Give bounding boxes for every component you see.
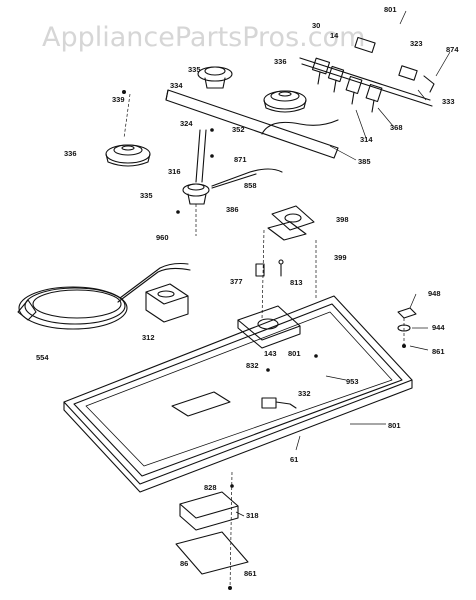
- burner-cap-336-top: [263, 90, 307, 113]
- label-314: 314: [360, 135, 373, 144]
- label-323: 323: [410, 39, 423, 48]
- label-858: 858: [244, 181, 257, 190]
- bracket-318: [179, 491, 239, 531]
- label-336-left: 336: [64, 149, 77, 158]
- label-398: 398: [336, 215, 349, 224]
- cooktop-pan-61: [63, 295, 413, 493]
- label-874: 874: [446, 45, 459, 54]
- label-339: 339: [112, 95, 125, 104]
- label-61: 61: [290, 455, 298, 464]
- part-labels: 801 30 14 323 874 333 368 314 335 336 33…: [36, 5, 459, 578]
- label-335-bottom: 335: [140, 191, 153, 200]
- wire-harness-554: [17, 262, 191, 330]
- igniter-wire: [211, 173, 257, 189]
- part-377: [255, 263, 265, 277]
- burner-support-bracket: [165, 89, 339, 159]
- label-801-bottom: 801: [388, 421, 401, 430]
- label-332: 332: [298, 389, 311, 398]
- gasket-398: [271, 205, 315, 231]
- label-318: 318: [246, 511, 259, 520]
- burner-head-335-bottom: [182, 183, 210, 205]
- label-324: 324: [180, 119, 193, 128]
- label-336-top: 336: [274, 57, 287, 66]
- gas-tube-386: [211, 168, 283, 187]
- label-385: 385: [358, 157, 371, 166]
- label-861-right: 861: [432, 347, 445, 356]
- label-801-top: 801: [384, 5, 397, 14]
- burner-tube-316: [195, 129, 207, 183]
- label-832: 832: [246, 361, 259, 370]
- label-316: 316: [168, 167, 181, 176]
- label-312: 312: [142, 333, 155, 342]
- valve-manifold-assembly: [299, 36, 435, 113]
- label-334: 334: [170, 81, 183, 90]
- label-30: 30: [312, 21, 320, 30]
- label-14: 14: [330, 31, 339, 40]
- label-801-mid: 801: [288, 349, 301, 358]
- label-828: 828: [204, 483, 217, 492]
- label-554: 554: [36, 353, 49, 362]
- label-386: 386: [226, 205, 239, 214]
- label-368: 368: [390, 123, 403, 132]
- label-352: 352: [232, 125, 245, 134]
- screw-dots: [122, 90, 406, 590]
- label-143: 143: [264, 349, 277, 358]
- label-948: 948: [428, 289, 441, 298]
- burner-cap-336-left: [105, 144, 151, 167]
- label-377: 377: [230, 277, 243, 286]
- gasket-399: [267, 221, 307, 241]
- label-960: 960: [156, 233, 169, 242]
- pressure-regulator-312: [145, 283, 189, 323]
- label-953: 953: [346, 377, 359, 386]
- screw-813: [278, 259, 284, 277]
- gas-tube-385: [261, 119, 339, 135]
- label-861-bottom: 861: [244, 569, 257, 578]
- watermark-text: AppliancePartsPros.com: [42, 22, 365, 53]
- label-86: 86: [180, 559, 188, 568]
- burner-head-335-top: [197, 66, 233, 89]
- plate-86: [175, 531, 249, 575]
- bracket-948: [397, 307, 417, 319]
- label-leaders: [235, 10, 451, 517]
- label-944: 944: [432, 323, 445, 332]
- label-399: 399: [334, 253, 347, 262]
- label-813: 813: [290, 278, 303, 287]
- label-335-top: 335: [188, 65, 201, 74]
- label-333: 333: [442, 97, 455, 106]
- leader-lines: [123, 93, 405, 591]
- label-871: 871: [234, 155, 247, 164]
